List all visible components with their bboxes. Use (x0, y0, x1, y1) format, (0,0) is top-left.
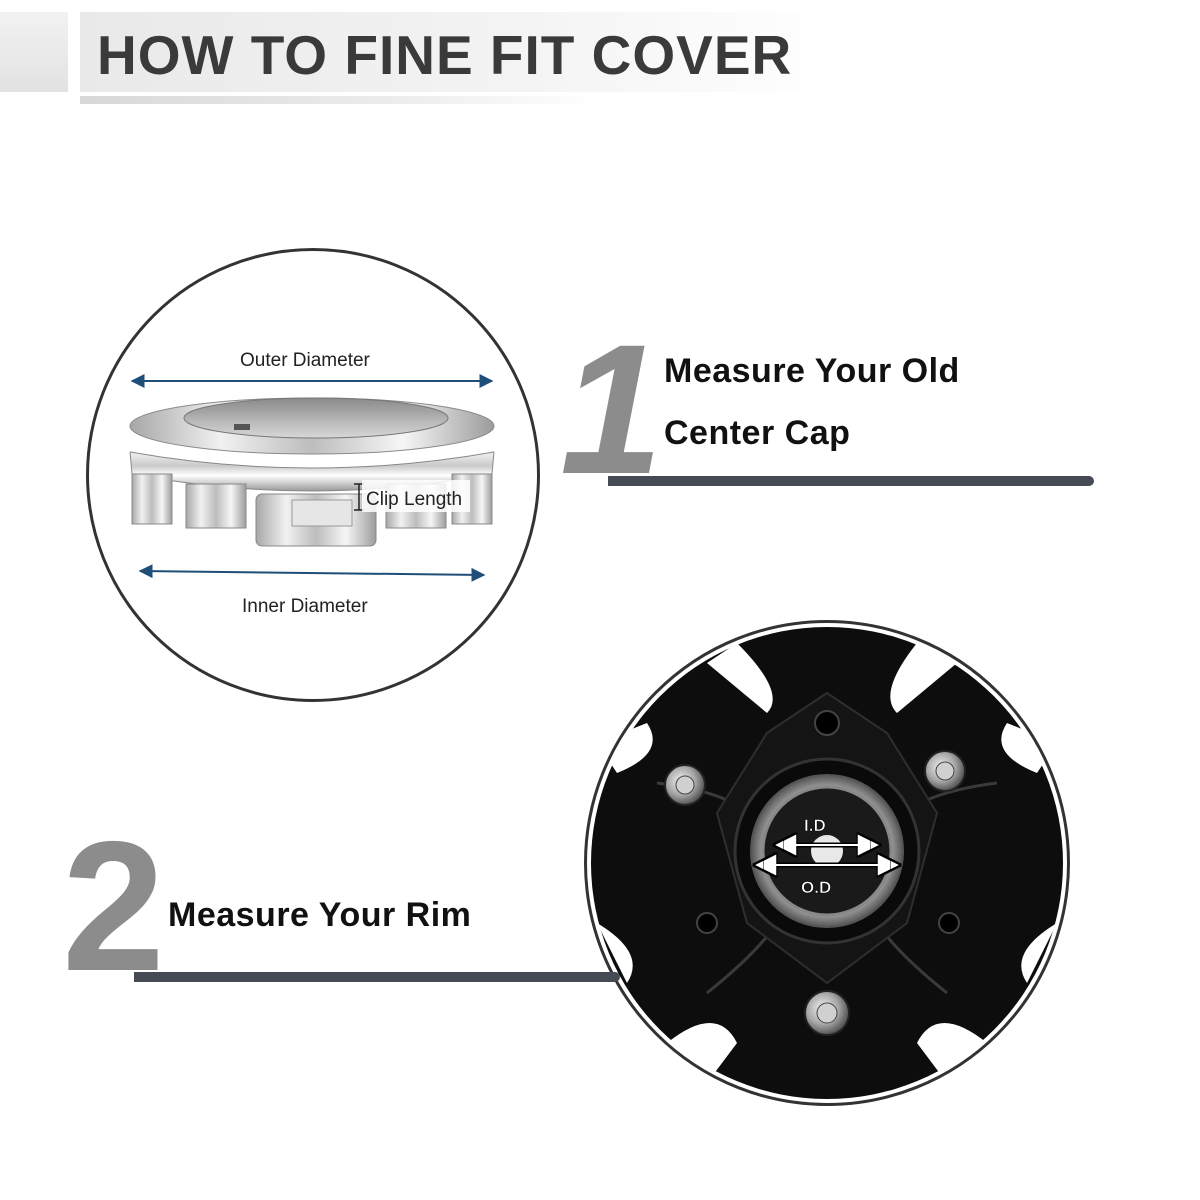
center-cap-illustration (129, 374, 495, 582)
step-2-underline (134, 972, 620, 982)
inner-diameter-label: Inner Diameter (242, 596, 368, 617)
step-1-text-line2: Center Cap (664, 414, 851, 452)
step-2-number: 2 (62, 804, 165, 1010)
outer-diameter-label: Outer Diameter (240, 350, 370, 371)
step-1-number: 1 (560, 307, 663, 513)
header-underline (80, 96, 600, 104)
clip-length-label: Clip Length (366, 489, 463, 510)
rim-diagram (584, 620, 1070, 1106)
step-2-text: Measure Your Rim (168, 896, 472, 934)
page-title: HOW TO FINE FIT COVER (97, 24, 793, 86)
header-accent-block (0, 12, 68, 92)
header-banner (80, 12, 840, 92)
step-1-underline (608, 476, 1094, 486)
step-1-text-line1: Measure Your Old (664, 352, 960, 390)
inner-diameter-rim-label: I.D (804, 816, 826, 836)
rim-hub-illustration (591, 627, 1063, 1099)
outer-diameter-rim-label: O.D (801, 878, 832, 898)
